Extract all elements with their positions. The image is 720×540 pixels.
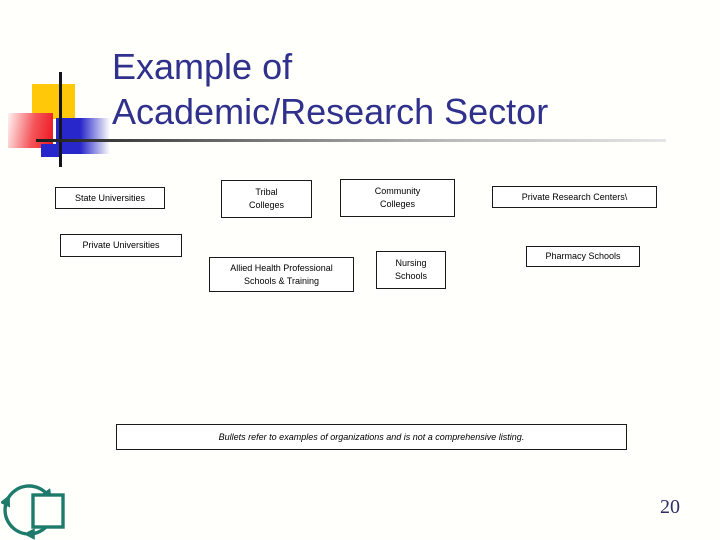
circular-arrows-square-logo-icon [1,484,65,540]
footnote-text: Bullets refer to examples of organizatio… [218,431,525,442]
title-line-1: Example of [112,46,293,87]
page-number: 20 [660,496,680,518]
box-label-line2: Colleges [248,200,285,210]
decor-blue-square-small [41,144,62,157]
box-private-universities: Private Universities [60,234,182,257]
footnote-box: Bullets refer to examples of organizatio… [116,424,627,450]
box-label-line2: Schools [394,271,428,281]
title-underline-rule [36,139,666,142]
box-label-line1: Community [374,186,421,196]
box-nursing-schools: Nursing Schools [376,251,446,289]
decor-blue-square [56,118,110,154]
box-label-line1: Tribal [255,187,278,197]
box-state-universities: State Universities [55,187,165,209]
box-label: Private Universities [82,240,160,250]
box-label: Private Research Centers\ [521,191,628,202]
box-tribal-colleges: Tribal Colleges [221,180,312,218]
box-allied-health-professional-schools: Allied Health Professional Schools & Tra… [209,257,354,292]
box-label: Pharmacy Schools [545,251,621,261]
box-private-research-centers: Private Research Centers\ [492,186,657,208]
box-label-line1: Allied Health Professional [230,262,333,273]
title-line-2: Academic/Research Sector [112,91,549,132]
box-community-colleges: Community Colleges [340,179,455,217]
box-label: State Universities [74,192,146,203]
decor-vertical-line [59,72,62,167]
decor-red-square [8,113,53,148]
box-label-line2: Colleges [379,199,416,209]
box-label-line2: Schools & Training [243,275,320,286]
page-title: Example of Academic/Research Sector [112,44,548,134]
box-label-line1: Nursing [395,258,427,268]
box-pharmacy-schools: Pharmacy Schools [526,246,640,267]
